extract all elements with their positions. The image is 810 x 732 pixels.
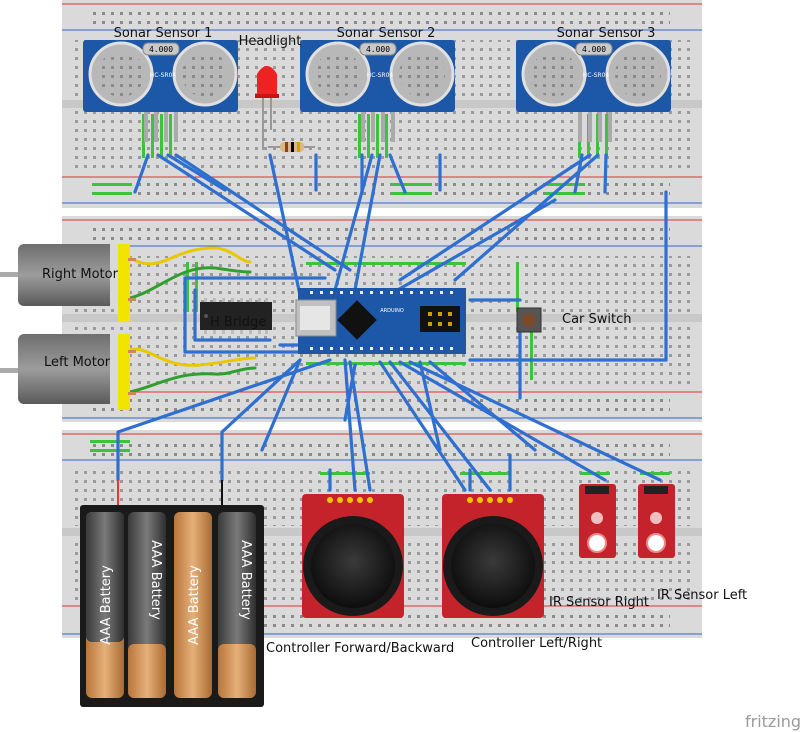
sonar-2-crystal: 4.000 (366, 45, 390, 54)
ir-sensor-right (579, 484, 616, 558)
sonar-sensor-1: 4.000 HC-SR04 (83, 40, 238, 142)
right-motor (0, 244, 136, 322)
sonar-1-model: HC-SR04 (150, 72, 177, 79)
label-headlight: Headlight (239, 34, 302, 49)
label-sonar-3: Sonar Sensor 3 (557, 26, 656, 41)
car-switch-button (516, 307, 542, 333)
battery-cell-2 (128, 512, 166, 698)
battery-3-label: AAA Battery (187, 565, 202, 645)
fritzing-watermark: fritzing (745, 712, 801, 731)
label-left-motor: Left Motor (44, 355, 111, 370)
h-bridge-chip (200, 298, 272, 334)
arduino-name: ARDUINO (380, 308, 404, 314)
joystick-forward-backward (302, 494, 404, 618)
label-sonar-2: Sonar Sensor 2 (337, 26, 436, 41)
label-right-motor: Right Motor (42, 267, 119, 282)
joystick-left-right (442, 494, 544, 618)
headlight-led (255, 66, 279, 150)
motor-lead-wires (128, 246, 257, 394)
label-controller-lr: Controller Left/Right (471, 636, 602, 651)
connection-highlights (90, 114, 670, 475)
left-motor (0, 334, 136, 410)
sonar-sensor-2: 4.000 HC-SR04 (300, 40, 455, 142)
label-h-bridge: H Bridge (210, 315, 266, 330)
sonar-2-model: HC-SR04 (367, 72, 394, 79)
arduino-nano: ARDUINO (295, 288, 466, 354)
battery-cell-1 (86, 512, 124, 698)
battery-1-label: AAA Battery (99, 565, 114, 645)
sonar-sensor-3: 4.000 HC-SR04 (516, 40, 671, 142)
sonar-3-model: HC-SR04 (583, 72, 610, 79)
battery-4-label: AAA Battery (238, 540, 253, 620)
label-ir-left: IR Sensor Left (657, 588, 747, 603)
label-controller-fb: Controller Forward/Backward (266, 641, 454, 656)
battery-cell-4 (218, 512, 256, 698)
sonar-3-crystal: 4.000 (582, 45, 606, 54)
label-sonar-1: Sonar Sensor 1 (114, 26, 213, 41)
battery-pack: AAA Battery AAA Battery AAA Battery AAA … (80, 480, 264, 707)
sonar-1-crystal: 4.000 (149, 45, 173, 54)
resistor (268, 142, 315, 152)
label-car-switch: Car Switch (562, 312, 632, 327)
battery-cell-3 (174, 512, 212, 698)
label-ir-right: IR Sensor Right (549, 595, 649, 610)
ir-sensor-left (638, 484, 675, 558)
battery-2-label: AAA Battery (148, 540, 163, 620)
